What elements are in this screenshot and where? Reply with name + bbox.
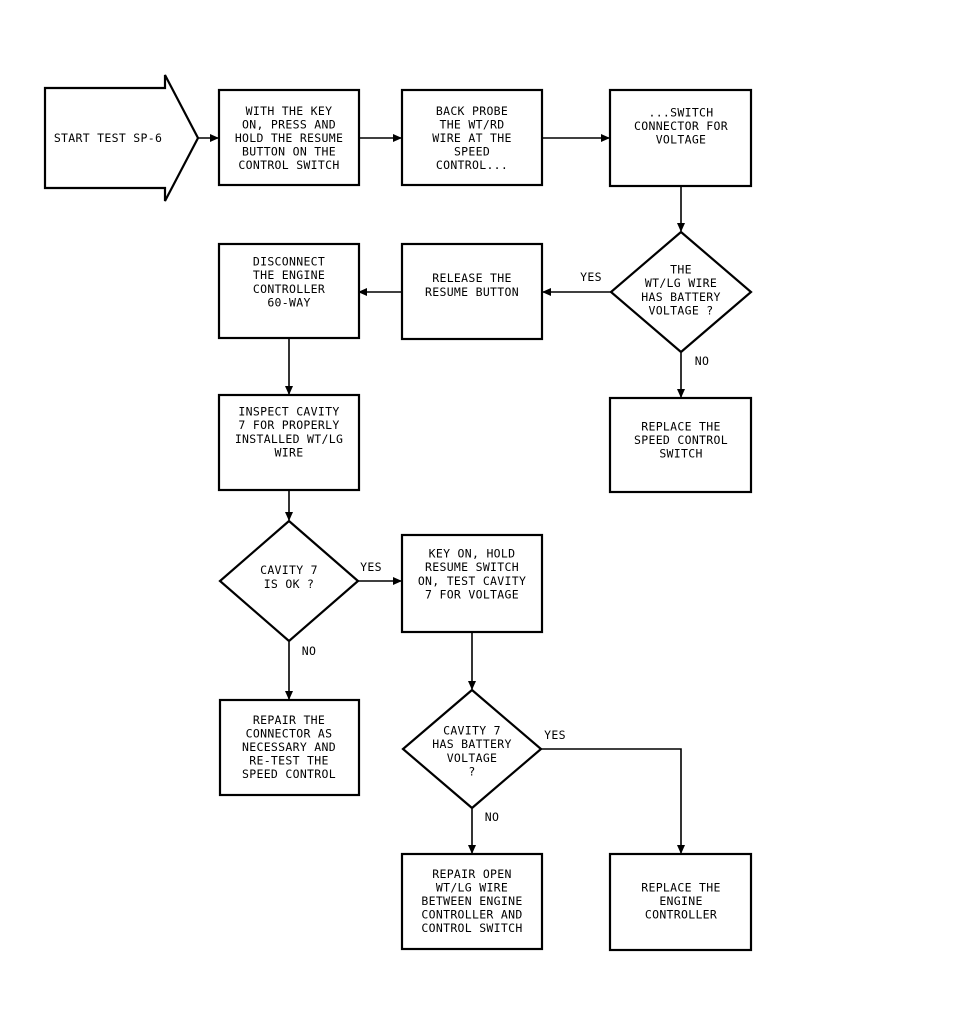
node-text-line: CONTROLLER AND [421,908,522,922]
node-text-line: RESUME SWITCH [425,560,519,574]
node-text-line: SPEED CONTROL [242,767,336,781]
node-text-line: HAS BATTERY [432,737,511,751]
node-text-line: INSTALLED WT/LG [235,432,343,446]
node-text-line: INSPECT CAVITY [238,405,339,419]
node-text-line: ...SWITCH [648,105,713,119]
node-text-line: THE WT/RD [439,117,504,131]
edges [198,134,685,854]
node-text-line: WIRE [275,445,304,459]
node-text-line: CONNECTOR AS [246,726,333,740]
node-text-line: CONTROLLER [645,908,717,922]
node-text-line: WITH THE KEY [246,104,333,118]
node-text-line: NECESSARY AND [242,740,336,754]
node-text-line: ON, TEST CAVITY [418,574,526,588]
node-text-line: THE ENGINE [253,268,325,282]
node-text-line: REPLACE THE [641,880,720,894]
node-text-line: WT/LG WIRE [645,276,717,290]
node-text-line: RESUME BUTTON [425,285,519,299]
node-text-line: BUTTON ON THE [242,145,336,159]
node-text-line: HAS BATTERY [641,290,720,304]
node-text-line: CAVITY 7 [443,724,501,738]
node-text-line: ENGINE [659,894,702,908]
node-text-line: VOLTAGE ? [648,303,713,317]
node-text-line: WIRE AT THE [432,131,511,145]
node-text-line: CONTROL... [436,158,508,172]
node-text-line: RE-TEST THE [249,754,328,768]
node-text-line: SWITCH [659,447,702,461]
node-text-line: DISCONNECT [253,255,325,269]
node-text-line: ? [468,764,475,778]
node-text-line: REPAIR OPEN [432,867,511,881]
node-text-line: CONNECTOR FOR [634,119,728,133]
node-text-line: VOLTAGE [447,751,498,765]
node-text-line: 7 FOR VOLTAGE [425,587,519,601]
node-text-line: 60-WAY [267,295,310,309]
node-text-line: SPEED CONTROL [634,433,728,447]
node-text-line: THE [670,263,692,277]
node-text-line: 7 FOR PROPERLY [238,418,339,432]
node-text-line: CONTROL SWITCH [421,921,522,935]
start-arrow-node: START TEST SP-6 [43,74,200,202]
node-text-line: IS OK ? [264,577,315,591]
node-text-line: REPAIR THE [253,713,325,727]
edge-d3-to-n11 [541,748,685,854]
edge-label-d2-no: NO [302,644,316,658]
node-text: START TEST SP-6 [54,131,162,145]
node-text-line: CONTROLLER [253,282,325,296]
edge-label-d3-yes: YES [544,728,566,742]
node-text-line: RELEASE THE [432,271,511,285]
node-text-line: KEY ON, HOLD [429,547,516,561]
node-text-line: REPLACE THE [641,419,720,433]
node-text-line: START TEST SP-6 [54,131,162,145]
node-text-line: HOLD THE RESUME [235,131,343,145]
node-text-line: ON, PRESS AND [242,117,336,131]
node-text-line: WT/LG WIRE [436,880,508,894]
edge-label-d1-no: NO [695,354,709,368]
edge-label-d3-no: NO [485,810,499,824]
node-text-line: BETWEEN ENGINE [421,894,522,908]
edge-labels: YES NO YES NO NO YES [302,270,709,824]
node-text-line: SPEED [454,145,490,159]
edge-label-d1-yes: YES [580,270,602,284]
edge-label-d2-yes: YES [360,560,382,574]
node-text-line: CAVITY 7 [260,563,318,577]
node-text-line: BACK PROBE [436,104,508,118]
node-text-line: VOLTAGE [656,133,707,147]
node-text-line: CONTROL SWITCH [238,158,339,172]
